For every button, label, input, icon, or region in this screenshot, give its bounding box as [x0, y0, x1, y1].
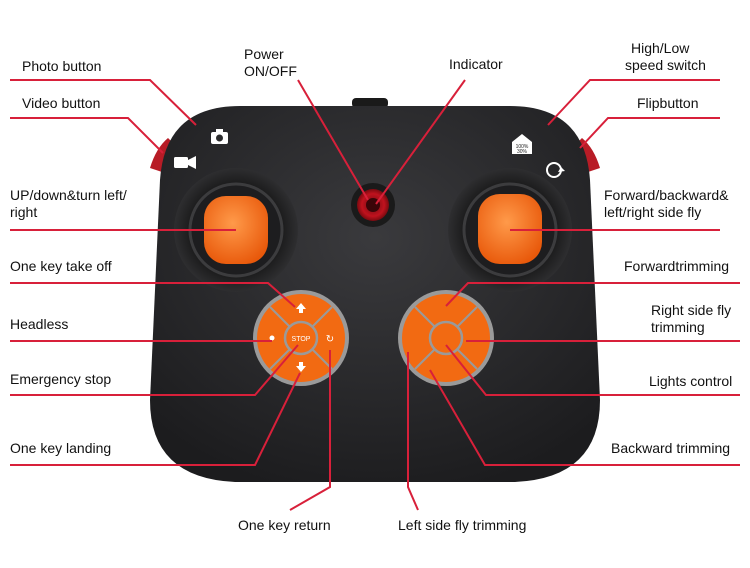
return-icon: ↻: [326, 334, 334, 345]
speed-switch-icon: 100% 30%: [512, 134, 532, 155]
label-lights-control: Lights control: [649, 373, 733, 389]
label-backward-trim: Backward trimming: [611, 440, 731, 456]
label-right-stick-line1: Forward/backward&: [604, 187, 729, 203]
label-right-trim-line2: trimming: [651, 319, 705, 335]
label-power-line2: ON/OFF: [244, 63, 297, 79]
label-left-stick: UP/down&turn left/ right: [10, 187, 127, 221]
svg-text:30%: 30%: [517, 149, 528, 155]
label-indicator: Indicator: [449, 56, 503, 72]
leader-lines: [10, 79, 740, 511]
label-right-trim: Right side fly trimming: [651, 302, 731, 336]
label-return: One key return: [238, 517, 331, 533]
label-power-line1: Power: [244, 46, 284, 62]
label-left-stick-line1: UP/down&turn left/: [10, 187, 127, 203]
label-left-trim: Left side fly trimming: [398, 517, 527, 533]
controller-body: [150, 106, 600, 482]
indicator-light: [351, 183, 395, 227]
right-trim-pad[interactable]: [398, 290, 494, 386]
label-photo-button: Photo button: [22, 58, 102, 74]
label-right-stick-line2: left/right side fly: [604, 204, 702, 220]
left-joystick[interactable]: [174, 168, 298, 292]
label-take-off: One key take off: [10, 258, 112, 274]
label-left-stick-line2: right: [10, 204, 38, 220]
video-camera-icon: [174, 156, 196, 169]
label-emergency-stop: Emergency stop: [10, 371, 112, 387]
camera-icon: [211, 129, 228, 144]
lights-control-button[interactable]: [428, 320, 464, 356]
label-landing: One key landing: [10, 440, 112, 456]
landing-arrow-icon: [296, 362, 306, 372]
stop-button-label: STOP: [292, 336, 311, 343]
left-function-pad[interactable]: STOP ↻: [253, 290, 349, 386]
label-forward-trim: Forwardtrimming: [624, 258, 730, 274]
power-switch[interactable]: [352, 98, 388, 108]
label-power: Power ON/OFF: [244, 46, 297, 80]
take-off-arrow-icon: [296, 303, 306, 313]
flip-icon: [546, 162, 565, 178]
label-video-button: Video button: [22, 95, 101, 111]
label-speed-line1: High/Low: [631, 40, 690, 56]
label-flip-button: Flipbutton: [637, 95, 699, 111]
headless-icon: [269, 335, 275, 341]
label-right-trim-line1: Right side fly: [651, 302, 732, 318]
label-right-stick: Forward/backward& left/right side fly: [604, 187, 729, 221]
label-speed-switch: High/Low speed switch: [625, 40, 706, 74]
svg-text:100%: 100%: [516, 144, 529, 150]
label-headless: Headless: [10, 316, 69, 332]
label-speed-line2: speed switch: [625, 57, 706, 73]
